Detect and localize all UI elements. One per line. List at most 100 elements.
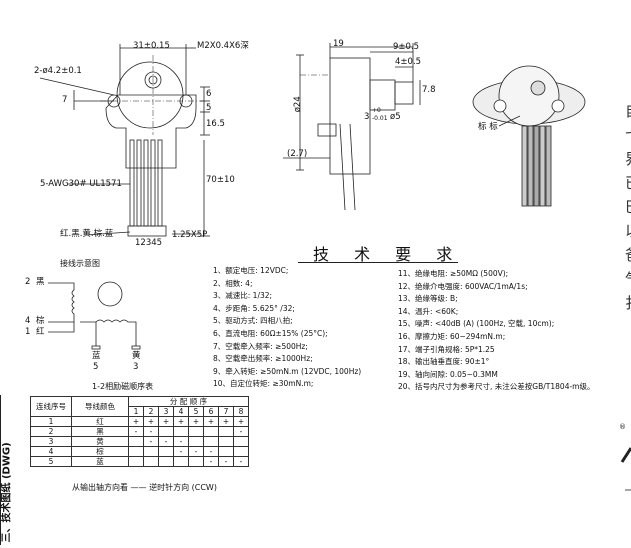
pin1-num: 1 (25, 327, 31, 337)
requirement-item: 18、输出轴垂直度: 90±1° (398, 357, 490, 367)
motor-photo (472, 65, 586, 207)
requirement-item: 12、绝缘介电强度: 600VAC/1mA/1s; (398, 281, 528, 291)
seq-cell: + (218, 416, 234, 427)
seq-cell: + (233, 416, 249, 427)
registered-symbol: ® (619, 423, 626, 431)
requirement-item: 2、相数: 4; (213, 278, 253, 288)
right-edge-char: 扌 (625, 292, 631, 313)
front-view-motor-outline (116, 61, 184, 129)
requirement-item: 10、自定位转矩: ≥30mN.m; (213, 379, 314, 389)
seq-cell (128, 456, 144, 467)
pin2-num: 2 (25, 277, 31, 287)
right-edge-char: 自 (625, 100, 631, 121)
section-border (0, 395, 15, 545)
connector-pitch: 1.25X5P (172, 230, 208, 240)
seq-row-num: 4 (30, 446, 72, 457)
seq-cell (203, 426, 219, 437)
requirement-item: 8、空载牵出频率: ≥1000Hz; (213, 354, 313, 364)
seq-cell: - (203, 456, 219, 467)
seq-cell: + (173, 416, 189, 427)
seq-cell: - (128, 426, 144, 437)
seq-step-3: 3 (158, 406, 174, 417)
dim-2-7: (2.7) (287, 149, 308, 159)
wire-colors: 红.黑.黄.棕.蓝 (60, 229, 114, 239)
seq-cell: + (188, 416, 204, 427)
wire-bundle (129, 139, 163, 227)
right-edge-char: 气 (625, 268, 631, 289)
seq-cell (188, 426, 204, 437)
seq-cell: - (143, 426, 159, 437)
seq-step-8: 8 (233, 406, 249, 417)
seq-row-color: 棕 (71, 446, 129, 457)
requirement-item: 5、驱动方式: 四相八拍; (213, 316, 293, 326)
seq-cell: - (188, 446, 204, 457)
seq-row-num: 3 (30, 436, 72, 447)
requirement-item: 9、牵入转矩: ≥50mN.m (12VDC, 100Hz) (213, 366, 362, 376)
seq-cell: + (203, 416, 219, 427)
pin4-color: 棕 (36, 316, 45, 326)
wire-spec: 5-AWG30# UL1571 (40, 179, 122, 189)
dim-24: ø24 (292, 96, 303, 113)
seq-cell (218, 436, 234, 447)
requirement-item: 3、减速比: 1/32; (213, 291, 273, 301)
seq-row-num: 5 (30, 456, 72, 467)
seq-step-1: 1 (128, 406, 144, 417)
requirement-item: 11、绝缘电阻: ≥50MΩ (500V); (398, 269, 509, 278)
seq-cell: - (233, 426, 249, 437)
seq-cell: - (203, 446, 219, 457)
seq-cell (173, 456, 189, 467)
seq-header-num: 连线序号 (30, 396, 72, 417)
seq-cell: + (128, 416, 144, 427)
right-edge-char: 已 (625, 172, 631, 193)
requirement-item: 17、端子引角规格: 5P*1.25 (398, 344, 495, 354)
pin4-num: 4 (25, 316, 31, 326)
dim-7: 7 (62, 95, 68, 105)
dim-hole-m2: M2X0.4X6深 (197, 41, 249, 51)
requirements-right-list: 11、绝缘电阻: ≥50MΩ (500V); 12、绝缘介电强度: 600VAC/… (398, 268, 594, 394)
seq-step-4: 4 (173, 406, 189, 417)
seq-cell (158, 426, 174, 437)
seq-cell (218, 446, 234, 457)
seq-cell: + (143, 416, 159, 427)
dim-19: 19 (333, 39, 344, 49)
seq-cell (233, 436, 249, 447)
seq-row-color: 黄 (71, 436, 129, 447)
seq-step-6: 6 (203, 406, 219, 417)
wiring-title: 接线示意图 (60, 259, 100, 268)
seq-cell (143, 446, 159, 457)
requirement-item: 20、括号内尺寸为参考尺寸, 未注公差按GB/T1804-m级。 (398, 382, 595, 392)
requirement-item: 7、空载牵入频率: ≥500Hz; (213, 341, 308, 351)
requirements-title-underline (298, 262, 458, 263)
dim-phi5: ø5 (390, 112, 401, 122)
dim-6: 6 (206, 89, 212, 99)
requirement-item: 1、额定电压: 12VDC; (213, 266, 289, 275)
connector (127, 225, 167, 237)
seq-header-dist: 分 配 顺 序 (128, 396, 249, 407)
seq-step-7: 7 (218, 406, 234, 417)
dim-3: 3 (364, 112, 370, 122)
dim-tol-b: -0.01 (372, 115, 388, 122)
seq-cell (128, 446, 144, 457)
dim-width: 31±0.15 (133, 41, 170, 51)
front-view-body (105, 94, 197, 169)
right-edge-char: 巳 (625, 196, 631, 217)
dim-mount-holes: 2-ø4.2±0.1 (34, 66, 82, 76)
seq-cell (158, 446, 174, 457)
seq-cell: + (158, 416, 174, 427)
dim-16-5: 16.5 (206, 119, 225, 129)
seq-cell: - (173, 446, 189, 457)
requirement-item: 19、轴向间隙: 0.05~0.3MM (398, 369, 498, 379)
requirement-item: 15、噪声: <40dB (A) (100Hz, 空载, 10cm); (398, 319, 555, 329)
right-edge-char: 爸 (625, 244, 631, 265)
dim-tol-a: +0 (372, 107, 381, 114)
sequence-footer: 从输出轴方向看 —— 逆时针方向 (CCW) (72, 483, 217, 492)
requirement-item: 16、摩擦力矩: 60~294mN.m; (398, 331, 506, 341)
dim-7-8: 7.8 (422, 85, 436, 95)
pin2-color: 黑 (36, 277, 45, 287)
